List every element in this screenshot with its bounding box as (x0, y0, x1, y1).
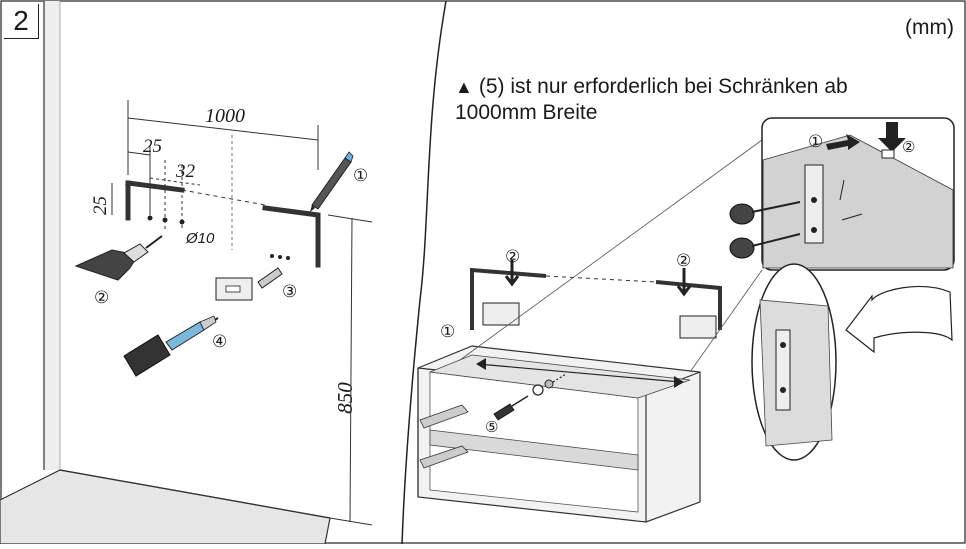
note-line-2: 1000mm Breite (455, 101, 598, 124)
callout-detail-arrow: ① (808, 132, 823, 151)
dimension-25-horizontal (127, 145, 151, 215)
note-line-1: (5) ist nur erforderlich bei Schränken a… (478, 75, 848, 98)
detail-leader-2 (689, 269, 763, 373)
wall-rail-left (125, 180, 185, 221)
hanging-rail-left (470, 260, 547, 330)
callout-pencil: ① (353, 166, 368, 185)
dim-spacing-label: 32 (175, 161, 196, 182)
dim-offset-label: 25 (143, 136, 162, 157)
pencil-icon (310, 151, 354, 212)
callout-cabinet-left: ① (440, 322, 455, 341)
dimension-850 (327, 214, 373, 526)
hanging-rail-guide (545, 275, 657, 283)
floor (0, 469, 331, 545)
callout-drill: ② (94, 288, 109, 307)
detail-leader-1 (459, 139, 763, 361)
wall-rail-right (262, 205, 321, 268)
screwdriver-icon (123, 315, 219, 377)
dim-height-label: 850 (333, 382, 357, 414)
callout-screwdriver: ④ (212, 332, 227, 351)
dimension-1000 (127, 100, 319, 175)
dimension-32 (149, 160, 201, 230)
cabinet-arrows (476, 358, 684, 388)
wall-edge-shade (44, 1, 60, 470)
callout-rail-left: ② (505, 247, 520, 266)
dim-width-label: 1000 (205, 105, 245, 127)
cabinet-screw-icon (493, 373, 567, 421)
dim-drop-label: 25 (90, 196, 111, 215)
panel-divider (401, 0, 447, 545)
rotate-arrow-icon (845, 285, 953, 354)
drill-icon (74, 235, 163, 281)
warning-triangle-icon: ▲ (455, 77, 473, 97)
callout-rail-right: ② (676, 251, 691, 270)
callout-cabinet-screw: ⑤ (485, 419, 498, 436)
rail-guide-line (181, 189, 266, 206)
drill-diameter-label: Ø10 (185, 230, 215, 247)
cabinet-body (417, 345, 701, 523)
unit-label: (mm) (905, 16, 954, 39)
detail-mount-closeup (729, 117, 955, 271)
hanging-rail-right (655, 268, 722, 339)
wall-panel (0, 1, 331, 545)
drill-holes (147, 215, 185, 225)
callout-anchors: ③ (282, 282, 297, 301)
note-block: ▲(5) ist nur erforderlich bei Schränken … (455, 74, 960, 125)
detail-hinge-oval (751, 263, 837, 461)
wall-anchors-icon (215, 254, 290, 301)
callout-detail-top: ② (902, 139, 915, 156)
step-number: 2 (4, 4, 39, 39)
